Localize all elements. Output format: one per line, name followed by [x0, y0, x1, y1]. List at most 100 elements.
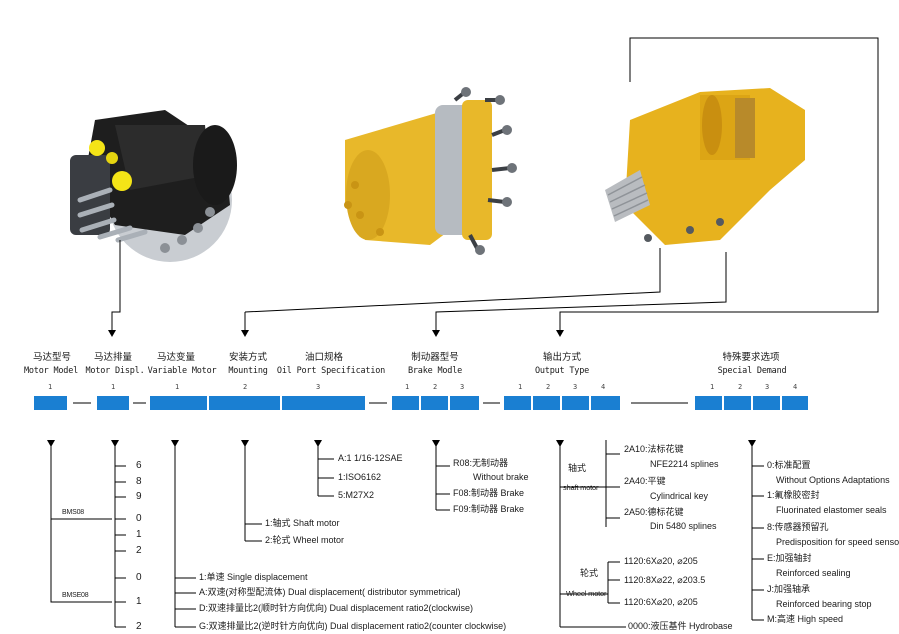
motor-model-cn: 马达型号 [32, 352, 71, 363]
special-option: M:高速 High speed [767, 614, 844, 624]
mounting-option-wheel: 2:轮式 Wheel motor [265, 535, 345, 545]
pos-num-special-2: 2 [738, 383, 743, 391]
pos-num-output-3: 3 [573, 383, 578, 391]
pos-num-brake-2: 2 [433, 383, 438, 391]
code-box-mounting [209, 396, 280, 410]
code-box-model [34, 396, 67, 410]
code-box-brake-2 [421, 396, 448, 410]
pos-num-output-2: 2 [546, 383, 551, 391]
output-wheel-option: 1120:6X⌀20, ⌀205 [624, 597, 698, 607]
special-option-en: Predisposition for speed sensor [776, 537, 899, 547]
special-option: J:加强轴承 [767, 584, 811, 594]
displ-digit: 0 [136, 572, 142, 583]
code-box-special-1 [695, 396, 722, 410]
displ-digit: 6 [136, 460, 142, 471]
special-option-en: Reinforced bearing stop [776, 599, 872, 609]
variable-option: D:双速排量比2(顺时针方向优向) Dual displacement rati… [199, 603, 474, 613]
special-option-en: Without Options Adaptations [776, 475, 890, 485]
displ-digit: 1 [136, 529, 142, 540]
pos-num-output-1: 1 [518, 383, 523, 391]
motor-model-en: Motor Model [23, 366, 79, 376]
pos-num-mounting: 2 [243, 383, 248, 391]
oil-option: 1:ISO6162 [338, 472, 382, 482]
pos-num-brake-3: 3 [460, 383, 465, 391]
image-connector-lines [111, 37, 879, 330]
pos-num-brake-1: 1 [405, 383, 410, 391]
output-shaft-option-en: Cylindrical key [650, 491, 709, 501]
special-option: 0:标准配置 [767, 460, 811, 470]
displ-digit: 2 [136, 621, 142, 632]
oil-option: A:1 1/16-12SAE [338, 453, 403, 463]
code-box-special-2 [724, 396, 751, 410]
code-box-variable [150, 396, 207, 410]
output-wheel-group-en: Wheel motor [566, 589, 607, 598]
displ-digit: 9 [136, 491, 142, 502]
code-box-displ [97, 396, 129, 410]
mounting-en: Mounting [228, 366, 268, 376]
output-wheel-group-cn: 轮式 [580, 568, 599, 578]
variable-option: A:双速(对称型配流体) Dual displacement( distribu… [199, 587, 461, 597]
pos-num-special-1: 1 [710, 383, 715, 391]
motor-displ-en: Motor Displ. [85, 366, 145, 376]
black-motor-image [70, 110, 237, 262]
code-box-special-4 [782, 396, 808, 410]
displ-digit: 2 [136, 545, 142, 556]
pos-num-variable: 1 [175, 383, 180, 391]
mounting-cn: 安装方式 [228, 352, 267, 363]
special-demand-cn: 特殊要求选项 [722, 352, 780, 363]
code-box-brake-1 [392, 396, 419, 410]
brake-model-en: Brake Modle [407, 366, 463, 376]
brake-model-cn: 制动器型号 [411, 352, 459, 363]
output-wheel-option: 1120:6X⌀20, ⌀205 [624, 556, 698, 566]
pos-num-special-3: 3 [765, 383, 770, 391]
output-type-cn: 输出方式 [542, 352, 581, 363]
output-hydrobase: 0000:液压基件 Hydrobase [628, 621, 733, 631]
output-shaft-option-en: NFE2214 splines [650, 459, 719, 469]
variable-motor-en: Variable Motor [147, 366, 217, 376]
output-shaft-group-en: shaft motor [563, 483, 599, 492]
output-type-en: Output Type [534, 366, 590, 376]
yellow-motor-with-brake-image [344, 87, 517, 255]
special-option: 8:传感器预留孔 [767, 522, 829, 532]
tree-arrow-heads [47, 440, 756, 447]
oil-port-en: Oil Port Specification [276, 366, 386, 376]
pos-num-oil: 3 [316, 383, 321, 391]
pos-num-special-4: 4 [793, 383, 798, 391]
special-option-en: Reinforced sealing [776, 568, 851, 578]
code-box-output-4 [591, 396, 620, 410]
special-option: E:加强轴封 [767, 553, 812, 563]
oil-port-cn: 油口规格 [304, 352, 343, 363]
code-box-output-1 [504, 396, 531, 410]
code-box-brake-3 [450, 396, 479, 410]
displ-digit: 1 [136, 596, 142, 607]
brake-option-r08-en: Without brake [473, 472, 529, 482]
brake-option-r08: R08:无制动器 [453, 458, 509, 468]
variable-motor-cn: 马达变量 [156, 352, 195, 363]
arrow-heads [108, 330, 564, 337]
output-shaft-option: 2A10:法标花键 [624, 444, 684, 454]
pos-num-model: 1 [48, 383, 53, 391]
special-option: 1:氟橡胶密封 [767, 490, 820, 500]
brake-option-f09: F09:制动器 Brake [453, 504, 525, 514]
oil-option: 5:M27X2 [338, 490, 375, 500]
code-box-special-3 [753, 396, 780, 410]
yellow-wheel-motor-image [605, 88, 805, 245]
pos-num-output-4: 4 [601, 383, 606, 391]
displ-digit: 0 [136, 513, 142, 524]
displ-digit: 8 [136, 476, 142, 487]
output-shaft-option-en: Din 5480 splines [650, 521, 717, 531]
brake-option-f08: F08:制动器 Brake [453, 488, 525, 498]
motor-displ-cn: 马达排量 [93, 352, 132, 363]
output-shaft-option: 2A40:平键 [624, 476, 666, 486]
series-bmse08: BMSE08 [62, 592, 89, 599]
output-wheel-option: 1120:8X⌀22, ⌀203.5 [624, 575, 706, 585]
output-shaft-group-cn: 轴式 [568, 463, 587, 473]
special-option-en: Fluorinated elastomer seals [776, 505, 887, 515]
pos-num-displ: 1 [111, 383, 116, 391]
mounting-option-shaft: 1:轴式 Shaft motor [265, 518, 340, 528]
code-box-output-2 [533, 396, 560, 410]
special-demand-en: Special Demand [717, 366, 787, 376]
code-box-output-3 [562, 396, 589, 410]
option-tree-lines [50, 440, 764, 628]
code-box-oil [282, 396, 365, 410]
